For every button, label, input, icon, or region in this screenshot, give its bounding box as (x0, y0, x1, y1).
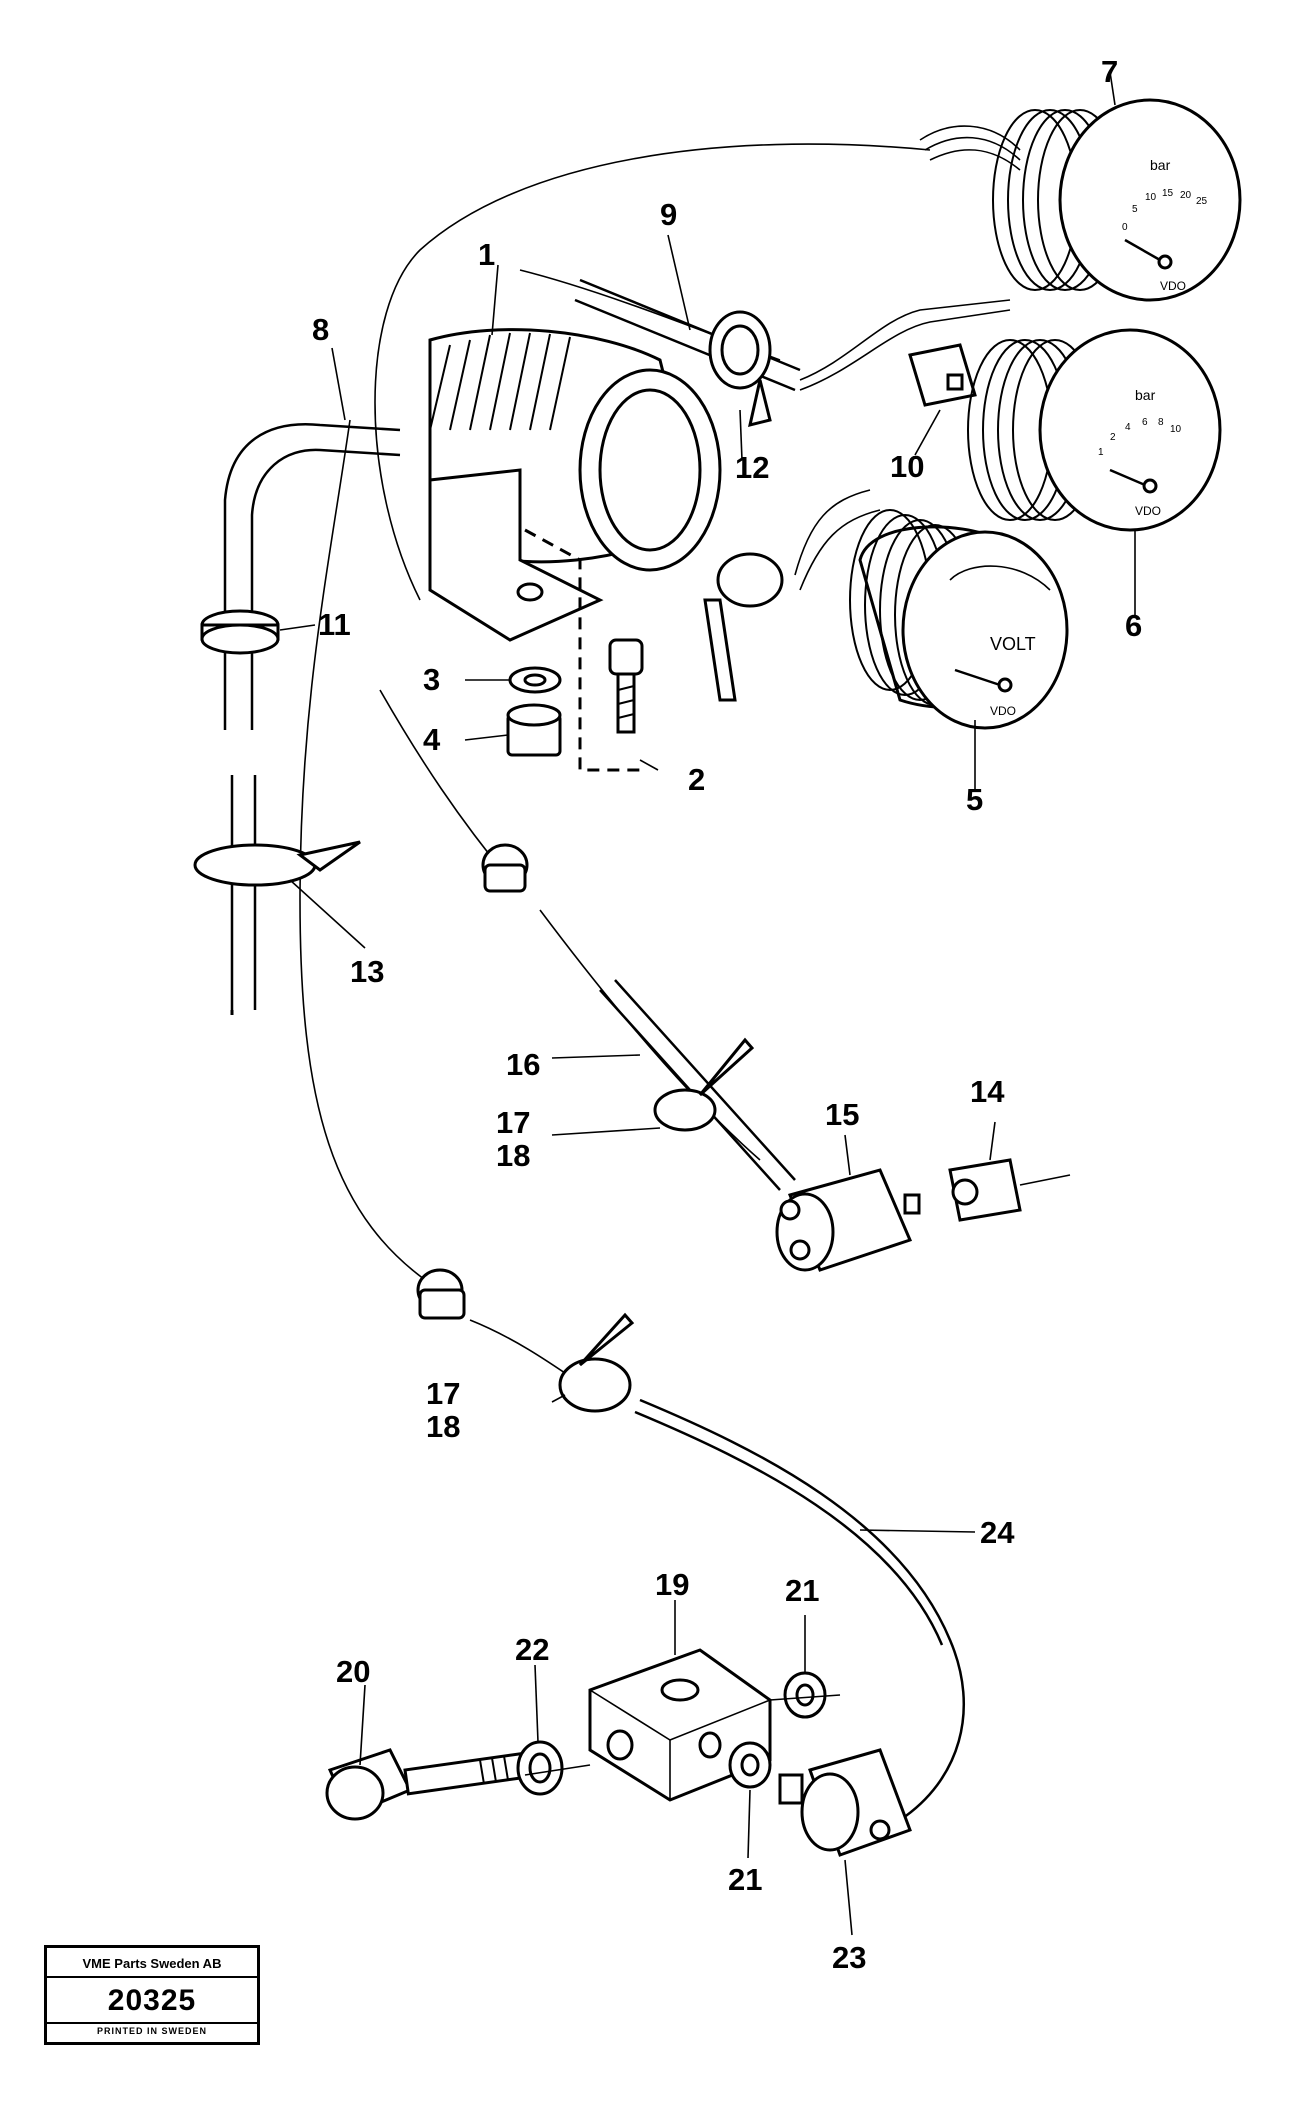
washer-21-upper (783, 1671, 827, 1719)
svg-text:25: 25 (1196, 196, 1208, 207)
pressure-gauge-low-brand: VDO (1135, 504, 1161, 518)
pressure-gauge-high: bar VDO 0 5 10 15 20 25 (992, 98, 1242, 302)
voltmeter-label: VOLT (990, 634, 1036, 654)
cable-9 (574, 278, 801, 428)
callout-21-upper: 21 (785, 1573, 819, 1608)
callout-24: 24 (980, 1515, 1015, 1550)
adapter-14 (948, 1158, 1071, 1222)
svg-text:4: 4 (1125, 422, 1131, 433)
callout-6: 6 (1125, 608, 1142, 643)
callout-3: 3 (423, 662, 440, 697)
voltmeter: VOLT VDO (849, 509, 1069, 730)
washer-21-lower (728, 1741, 772, 1789)
svg-text:10: 10 (1170, 424, 1182, 435)
leader-lines (279, 71, 1136, 1936)
callout-20: 20 (336, 1654, 370, 1689)
svg-text:6: 6 (1142, 417, 1148, 428)
cable-tie-13 (193, 840, 361, 887)
screw (608, 638, 644, 734)
svg-text:10: 10 (1145, 192, 1157, 203)
gauge-wiring (794, 125, 1021, 591)
washer-22 (516, 1740, 564, 1796)
sensor-23 (778, 1748, 912, 1857)
voltmeter-brand: VDO (990, 704, 1016, 718)
banjo-bolt (325, 1748, 529, 1821)
callout-1: 1 (478, 237, 495, 272)
cable-tie-12 (703, 552, 784, 702)
instrument-housing (428, 328, 722, 772)
callout-10: 10 (890, 449, 924, 484)
callout-12: 12 (735, 450, 769, 485)
svg-text:5: 5 (1132, 204, 1138, 215)
nut-4 (506, 703, 562, 757)
pressure-gauge-high-unit: bar (1150, 157, 1171, 173)
callout-9: 9 (660, 197, 677, 232)
drawing-stamp: VME Parts Sweden AB 20325 PRINTED IN SWE… (44, 1945, 260, 2045)
callout-18-upper: 18 (496, 1138, 530, 1173)
clip-lower (558, 1312, 635, 1413)
callout-15: 15 (825, 1097, 859, 1132)
callout-21-lower: 21 (728, 1862, 762, 1897)
svg-text:1: 1 (1098, 447, 1104, 458)
stamp-company: VME Parts Sweden AB (47, 1954, 257, 1978)
stamp-printed-note: PRINTED IN SWEDEN (96, 2026, 207, 2036)
wire-harness (299, 143, 965, 1822)
callout-17-lower: 17 (426, 1376, 460, 1411)
grommet (200, 609, 280, 655)
callout-2: 2 (688, 762, 705, 797)
cable-conduit (223, 423, 401, 1015)
callout-14: 14 (970, 1074, 1005, 1109)
callout-5: 5 (966, 782, 983, 817)
rubber-boot-lower (416, 1268, 466, 1320)
callout-23: 23 (832, 1940, 866, 1975)
callout-16: 16 (506, 1047, 540, 1082)
cable-16 (599, 979, 796, 1191)
callout-7: 7 (1101, 54, 1118, 89)
rubber-boot-upper (481, 843, 529, 893)
pressure-gauge-high-brand: VDO (1160, 279, 1186, 293)
washer-3 (508, 666, 562, 694)
svg-text:0: 0 (1122, 222, 1128, 233)
pressure-gauge-low: bar VDO 1 2 4 6 8 10 (967, 328, 1222, 532)
callout-18-lower: 18 (426, 1409, 460, 1444)
callout-8: 8 (312, 312, 329, 347)
callout-22: 22 (515, 1632, 549, 1667)
svg-text:8: 8 (1158, 417, 1164, 428)
pressure-gauge-low-unit: bar (1135, 387, 1156, 403)
clip-upper (653, 1037, 755, 1132)
callout-17-upper: 17 (496, 1105, 530, 1140)
callouts: 1 2 3 4 5 6 7 8 9 10 11 12 13 14 15 16 1… (312, 54, 1142, 1975)
connector (799, 299, 1011, 407)
distribution-block (588, 1648, 772, 1802)
svg-text:2: 2 (1110, 432, 1116, 443)
callout-19: 19 (655, 1567, 689, 1602)
svg-text:20: 20 (1180, 190, 1192, 201)
stamp-drawing-number: 20325 (47, 1980, 257, 2024)
callout-4: 4 (423, 722, 441, 757)
callout-13: 13 (350, 954, 384, 989)
sensor-15 (775, 1168, 921, 1272)
callout-11: 11 (318, 607, 351, 642)
svg-text:15: 15 (1162, 188, 1174, 199)
